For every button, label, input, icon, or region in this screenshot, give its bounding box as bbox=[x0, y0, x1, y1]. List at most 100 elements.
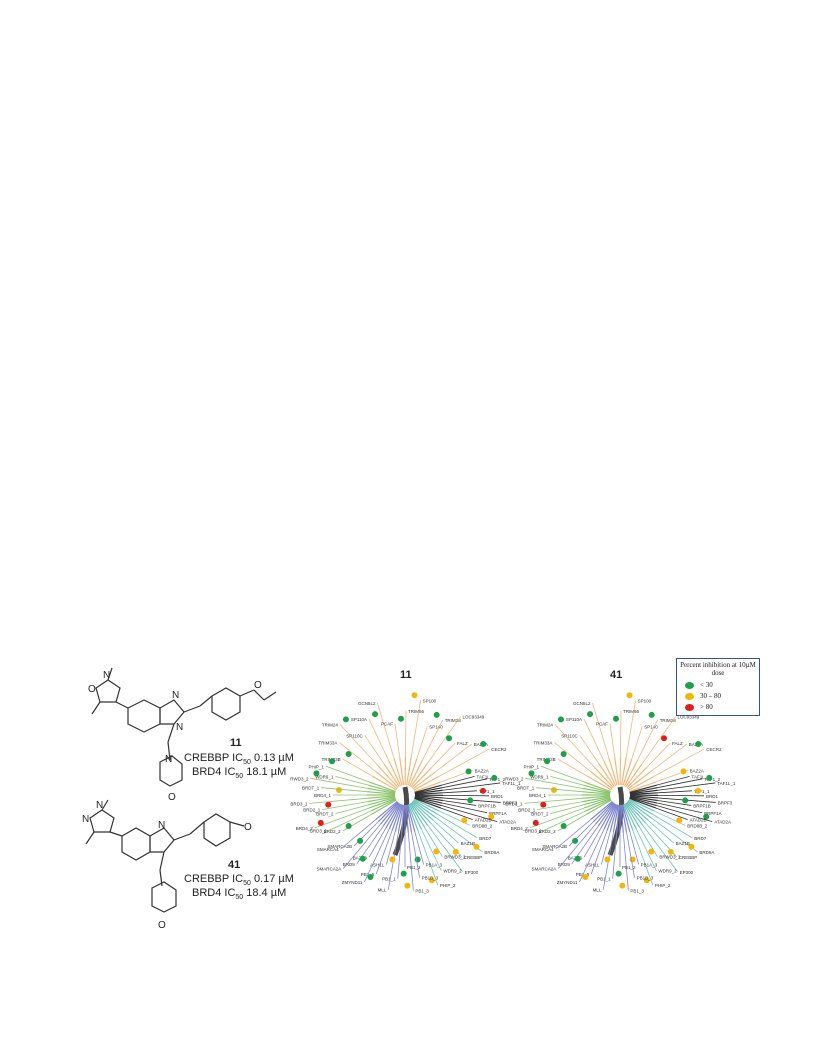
atom-label: N bbox=[158, 820, 165, 831]
gene-label: BRD7 bbox=[479, 836, 492, 841]
inhibition-dot-yellow bbox=[582, 874, 589, 881]
branch-stem bbox=[589, 770, 613, 790]
inhibition-dot-red bbox=[317, 819, 324, 826]
ic-subscript: 50 bbox=[235, 773, 244, 781]
branch-leaf bbox=[424, 827, 443, 857]
branch-leaf bbox=[657, 800, 692, 806]
branch-stem bbox=[374, 770, 398, 790]
branch-stem bbox=[378, 766, 399, 789]
branch-leaf bbox=[656, 805, 713, 823]
ic-value: 0.13 µM bbox=[253, 752, 294, 764]
atom-label: O bbox=[88, 684, 96, 695]
legend-green-dot bbox=[685, 681, 694, 689]
branch-stem bbox=[413, 798, 440, 812]
inhibition-dot-yellow bbox=[428, 877, 435, 884]
compound-41-label: 41 bbox=[228, 859, 241, 871]
gene-label: GCN5L2 bbox=[358, 701, 376, 706]
gene-label: ATAD2B bbox=[690, 818, 707, 823]
branch-stem bbox=[626, 767, 647, 789]
inhibition-dot-yellow bbox=[452, 848, 459, 855]
branch-leaf bbox=[375, 830, 393, 875]
branch-stem bbox=[582, 791, 611, 795]
branch-leaf bbox=[442, 790, 477, 794]
gene-label: ZMYND11 bbox=[557, 880, 578, 885]
branch-leaf bbox=[648, 820, 674, 844]
branch-leaf bbox=[309, 797, 368, 804]
gene-label: SP100 bbox=[638, 698, 652, 703]
target-name: BRD4 bbox=[192, 766, 222, 778]
gene-label: SP110A bbox=[566, 717, 582, 722]
gene-label: SMARCA2A bbox=[532, 867, 557, 872]
branch-leaf bbox=[612, 832, 618, 879]
compound-41-brd4: BRD4 IC50 18.4 µM bbox=[192, 887, 286, 901]
gene-label: TRIM33A bbox=[533, 741, 552, 746]
branch-leaf bbox=[600, 831, 611, 865]
branch-leaf bbox=[529, 807, 585, 829]
inhibition-dot-green bbox=[414, 856, 421, 863]
gene-label: PCAF bbox=[596, 722, 608, 727]
branch-stem bbox=[625, 802, 644, 826]
gene-label: PHIP_2 bbox=[655, 883, 671, 888]
branch-stem bbox=[414, 796, 443, 804]
gene-label: TRIM33A bbox=[318, 741, 337, 746]
branch-stem bbox=[625, 763, 643, 788]
gene-label: BRD3_2 bbox=[310, 828, 328, 833]
compound-41-crebbp: CREBBP IC50 0.17 µM bbox=[184, 873, 294, 887]
branch-leaf bbox=[339, 724, 380, 768]
branch-stem bbox=[622, 804, 634, 831]
branch-stem bbox=[586, 775, 612, 791]
gene-label: ATAD2A bbox=[714, 820, 731, 825]
branch-stem bbox=[585, 798, 612, 812]
inhibition-dot-green bbox=[706, 774, 713, 781]
branch-leaf bbox=[442, 778, 488, 789]
branch-stem bbox=[598, 763, 615, 788]
ic-label: IC bbox=[224, 887, 236, 899]
inhibition-dot-red bbox=[479, 787, 486, 794]
branch-blue: PB1A_3PB1B_3PB1_3PB1_2PB1_1MLLASH1LPB1_5… bbox=[532, 800, 658, 894]
branch-leaf bbox=[537, 801, 583, 810]
branch-stem bbox=[624, 803, 641, 828]
inhibition-dot-yellow bbox=[411, 692, 418, 699]
gene-label: TRIM24 bbox=[322, 722, 339, 727]
branch-stem bbox=[370, 798, 397, 812]
ic-label: IC bbox=[232, 752, 244, 764]
gene-label: BRPF1A bbox=[704, 811, 722, 816]
branch-stem bbox=[597, 802, 615, 827]
ic-value: 18.4 µM bbox=[246, 887, 287, 899]
branch-stem bbox=[590, 800, 613, 820]
gene-label: BRWD3_2 bbox=[444, 855, 466, 860]
gene-label: WDR9_2 bbox=[658, 869, 677, 874]
branch-leaf bbox=[433, 820, 459, 844]
gene-label: ZMYND11 bbox=[342, 880, 363, 885]
gene-label: BRD7 bbox=[694, 836, 707, 841]
structure-41 bbox=[85, 799, 245, 913]
gene-label: BRD8B_2 bbox=[687, 823, 708, 828]
gene-label: LOC93349 bbox=[463, 715, 485, 720]
gene-label: BRDT_2 bbox=[316, 812, 334, 817]
branch-stem bbox=[608, 758, 618, 786]
branch-leaf bbox=[335, 804, 369, 815]
branch-leaf bbox=[322, 801, 368, 810]
inhibition-dot-green bbox=[313, 770, 320, 777]
gene-label: SP110C bbox=[346, 733, 363, 738]
branch-stem bbox=[414, 787, 443, 794]
target-name: CREBBP bbox=[184, 873, 230, 885]
branch-stem bbox=[584, 797, 611, 809]
branch-leaf bbox=[416, 726, 428, 759]
branch-leaf bbox=[335, 775, 369, 786]
ic-subscript: 50 bbox=[235, 894, 244, 902]
gene-label: TAF1L_1 bbox=[717, 781, 736, 786]
compound-11-crebbp: CREBBP IC50 0.13 µM bbox=[184, 752, 294, 766]
branch-stem bbox=[413, 776, 439, 791]
branch-stem bbox=[603, 803, 617, 830]
gene-label: SMARCA2B bbox=[542, 844, 567, 849]
branch-leaf bbox=[421, 829, 442, 871]
inhibition-dot-green bbox=[480, 740, 487, 747]
branch-stem bbox=[582, 796, 611, 803]
branch-leaf bbox=[434, 743, 473, 773]
inhibition-dot-yellow bbox=[488, 813, 495, 820]
branch-stem bbox=[583, 797, 611, 806]
gene-label: BRPF1B bbox=[478, 803, 496, 808]
atom-label: O bbox=[254, 680, 262, 691]
